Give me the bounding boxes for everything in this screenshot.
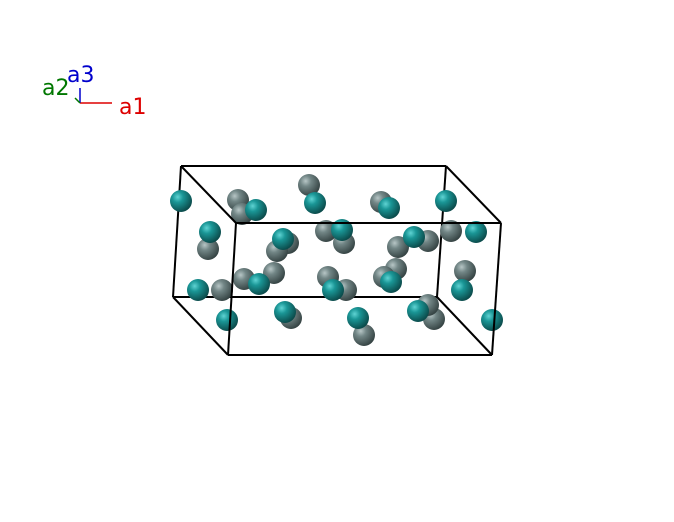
atom-gray — [197, 238, 219, 260]
atom-teal — [187, 279, 209, 301]
atom-gray — [440, 220, 462, 242]
atom-teal — [347, 307, 369, 329]
atom-gray — [298, 174, 320, 196]
a2-label: a2 — [42, 76, 69, 101]
atom-teal — [465, 221, 487, 243]
atom-teal — [378, 197, 400, 219]
atom-teal — [272, 228, 294, 250]
atom-gray — [454, 260, 476, 282]
atom-teal — [199, 221, 221, 243]
atom-teal — [435, 190, 457, 212]
atom-teal — [245, 199, 267, 221]
atom-gray — [315, 220, 337, 242]
atom-teal — [248, 273, 270, 295]
atoms-layer — [170, 174, 503, 346]
atom-gray — [211, 279, 233, 301]
atom-teal — [451, 279, 473, 301]
atom-teal — [170, 190, 192, 212]
atom-teal — [403, 226, 425, 248]
unit-cell-front — [172, 165, 502, 356]
atom-teal — [331, 219, 353, 241]
atom-teal — [216, 309, 238, 331]
a3-label: a3 — [67, 63, 94, 88]
atom-teal — [407, 300, 429, 322]
atom-gray — [387, 236, 409, 258]
atom-teal — [481, 309, 503, 331]
atom-teal — [274, 301, 296, 323]
atom-teal — [380, 271, 402, 293]
a1-label: a1 — [119, 95, 146, 120]
axis-triad: a1 a2 a3 — [42, 63, 146, 120]
atom-teal — [322, 279, 344, 301]
atom-gray — [353, 324, 375, 346]
atom-teal — [304, 192, 326, 214]
a2-axis-line — [74, 97, 81, 104]
